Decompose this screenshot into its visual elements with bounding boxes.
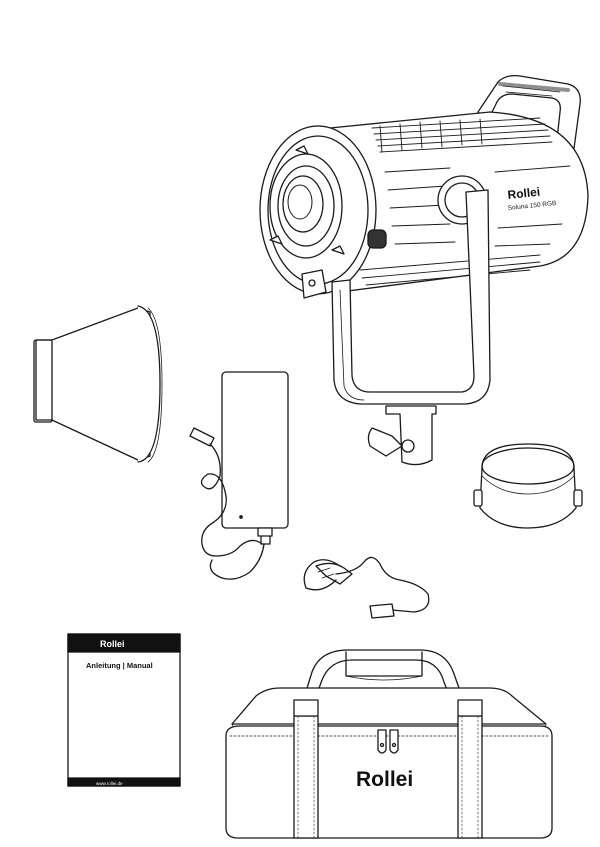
carrying-bag: [225, 649, 553, 839]
manual-brand-label: Rollei: [100, 639, 125, 649]
power-adapter: [189, 371, 289, 580]
light-brand-label: Rollei: [507, 185, 541, 202]
focus-knob: [367, 229, 387, 249]
light-yoke: [331, 189, 491, 405]
manual-booklet: [67, 633, 181, 787]
bag-brand-label: Rollei: [356, 768, 413, 791]
reflector: [33, 305, 163, 463]
manual-title: Anleitung | Manual: [86, 661, 153, 670]
manual-url: www.rollei.de: [96, 781, 123, 786]
light-front-bezel: [259, 125, 377, 295]
diffuser-cap: [473, 443, 583, 529]
power-cable: [303, 556, 430, 619]
studio-light: [259, 74, 589, 466]
